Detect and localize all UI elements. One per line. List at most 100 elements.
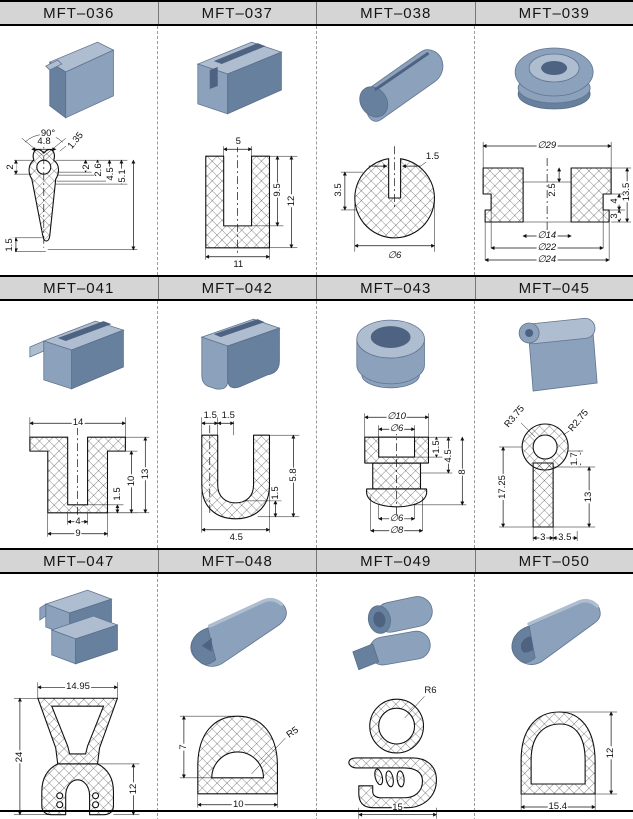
render-area bbox=[317, 301, 474, 401]
dim-label: 5.8 bbox=[288, 467, 300, 483]
part-cell-mft-038: 1.5 3.5 ∅6 bbox=[317, 26, 475, 275]
dim-label: 4.5 bbox=[105, 166, 117, 182]
dim-label: 1.5 bbox=[4, 237, 16, 253]
cross-section-drawing: ∅29 2.5 13.5 4 3 ∅14 ∅22 ∅24 bbox=[475, 126, 633, 273]
part-number: MFT–045 bbox=[518, 279, 590, 297]
part-cell-mft-036: 90° 4.8 1.35 2 2 2.6 4.5 5.1 1.5 bbox=[0, 26, 159, 275]
profile-3d-render bbox=[200, 318, 281, 390]
part-number: MFT–037 bbox=[201, 4, 273, 22]
profile-3d-render bbox=[518, 317, 598, 392]
dim-label: 3.5 bbox=[557, 532, 573, 544]
dim-label: ∅22 bbox=[536, 242, 558, 254]
content-row: 90° 4.8 1.35 2 2 2.6 4.5 5.1 1.5 bbox=[0, 26, 633, 275]
dim-label: 13 bbox=[582, 490, 594, 504]
dim-label: 4 bbox=[608, 197, 620, 205]
profile-3d-render bbox=[355, 319, 425, 389]
cross-section-drawing: 14.95 24 12 bbox=[0, 674, 157, 819]
render-area bbox=[317, 574, 474, 674]
dim-label: 4.5 bbox=[228, 532, 244, 544]
profile-3d-render bbox=[39, 589, 119, 665]
dim-label: 9 bbox=[74, 528, 82, 540]
cross-section-svg bbox=[482, 142, 631, 262]
dim-label: 5 bbox=[234, 136, 242, 148]
dim-label: 12 bbox=[286, 194, 298, 208]
dim-label: 2 bbox=[5, 163, 17, 171]
part-number: MFT–048 bbox=[201, 552, 273, 570]
cross-section-drawing: ∅10 ∅6 1.5 4.5 8 ∅6 ∅8 bbox=[317, 401, 474, 548]
cross-section-svg bbox=[13, 682, 140, 816]
profile-3d-render bbox=[358, 49, 443, 122]
dim-label: ∅6 bbox=[388, 423, 405, 435]
cross-section-drawing: 14 1.5 10 13 4 9 bbox=[0, 401, 157, 548]
part-cell-mft-043: ∅10 ∅6 1.5 4.5 8 ∅6 ∅8 bbox=[317, 301, 475, 548]
dim-label: 1.5 bbox=[202, 410, 218, 422]
cross-section-svg bbox=[180, 715, 286, 808]
cross-section-svg bbox=[520, 711, 617, 811]
part-header: MFT–039 bbox=[476, 2, 633, 24]
part-cell-mft-045: R3.75 R2.75 1.7 13 17.25 3 3.5 bbox=[475, 301, 633, 548]
cross-section-drawing: R6 15 bbox=[317, 674, 474, 819]
part-number: MFT–049 bbox=[360, 552, 432, 570]
dim-label: 2.6 bbox=[93, 162, 105, 178]
dim-label: ∅8 bbox=[388, 525, 405, 537]
dim-label: 12 bbox=[604, 746, 616, 760]
dim-label: 24 bbox=[14, 750, 26, 764]
dim-label: 17.25 bbox=[496, 474, 508, 500]
part-cell-mft-049: R6 15 bbox=[317, 574, 475, 819]
render-area bbox=[475, 26, 633, 126]
part-number: MFT–050 bbox=[518, 552, 590, 570]
part-number: MFT–041 bbox=[43, 279, 115, 297]
dim-label: 7 bbox=[178, 743, 190, 751]
page-bottom-rule bbox=[0, 810, 633, 812]
dim-label: ∅24 bbox=[536, 254, 558, 266]
render-area bbox=[158, 574, 315, 674]
part-cell-mft-041: 14 1.5 10 13 4 9 bbox=[0, 301, 159, 548]
part-header: MFT–050 bbox=[476, 550, 633, 572]
part-header: MFT–042 bbox=[159, 277, 317, 299]
dim-label: 15 bbox=[391, 802, 404, 814]
part-header: MFT–043 bbox=[317, 277, 476, 299]
cross-section-drawing: R3.75 R2.75 1.7 13 17.25 3 3.5 bbox=[475, 401, 633, 548]
profile-3d-render bbox=[351, 596, 433, 671]
dim-label: 10 bbox=[126, 474, 138, 488]
render-area bbox=[0, 26, 157, 126]
dim-label: 12 bbox=[128, 782, 140, 796]
catalog-row-2: MFT–041 MFT–042 MFT–043 MFT–045 bbox=[0, 275, 633, 548]
dim-label: 4.8 bbox=[36, 136, 52, 148]
render-area bbox=[317, 26, 474, 126]
part-number: MFT–038 bbox=[360, 4, 432, 22]
dim-label: 1.7 bbox=[568, 451, 580, 467]
dim-label: 9.5 bbox=[272, 182, 284, 198]
part-cell-mft-047: 14.95 24 12 bbox=[0, 574, 159, 819]
dim-label: 10 bbox=[231, 799, 245, 811]
cross-section-drawing: 5 9.5 12 11 bbox=[158, 126, 315, 273]
cross-section-drawing: 1.5 3.5 ∅6 bbox=[317, 126, 474, 273]
dim-label: 3 bbox=[539, 532, 547, 544]
profile-3d-render bbox=[514, 47, 594, 110]
cross-section-svg bbox=[340, 146, 435, 252]
dim-label: 3 bbox=[608, 212, 620, 220]
cross-section-svg bbox=[29, 417, 150, 537]
dim-label: 2.5 bbox=[546, 182, 558, 198]
render-area bbox=[158, 301, 315, 401]
dim-label: ∅6 bbox=[386, 250, 403, 262]
dim-label: ∅10 bbox=[386, 411, 407, 423]
cross-section-svg bbox=[363, 413, 466, 533]
catalog-row-3: MFT–047 MFT–048 MFT–049 MFT–050 bbox=[0, 548, 633, 819]
part-cell-mft-039: ∅29 2.5 13.5 4 3 ∅14 ∅22 ∅24 bbox=[475, 26, 633, 275]
dim-label: 2 bbox=[81, 163, 93, 171]
dim-label: 1.5 bbox=[270, 485, 282, 501]
part-header: MFT–041 bbox=[0, 277, 159, 299]
part-header: MFT–047 bbox=[0, 550, 159, 572]
cross-section-svg bbox=[205, 144, 298, 260]
render-area bbox=[475, 574, 633, 674]
dim-label: 14.95 bbox=[65, 681, 91, 693]
cross-section-drawing: 1.5 1.5 5.8 1.5 4.5 bbox=[158, 401, 315, 548]
dim-label: 4.5 bbox=[442, 448, 454, 464]
dim-label: 4 bbox=[74, 516, 82, 528]
profile-3d-render bbox=[29, 320, 125, 390]
cross-section-drawing: 90° 4.8 1.35 2 2 2.6 4.5 5.1 1.5 bbox=[0, 126, 157, 273]
dim-label: 1.5 bbox=[220, 410, 236, 422]
part-header: MFT–048 bbox=[159, 550, 317, 572]
